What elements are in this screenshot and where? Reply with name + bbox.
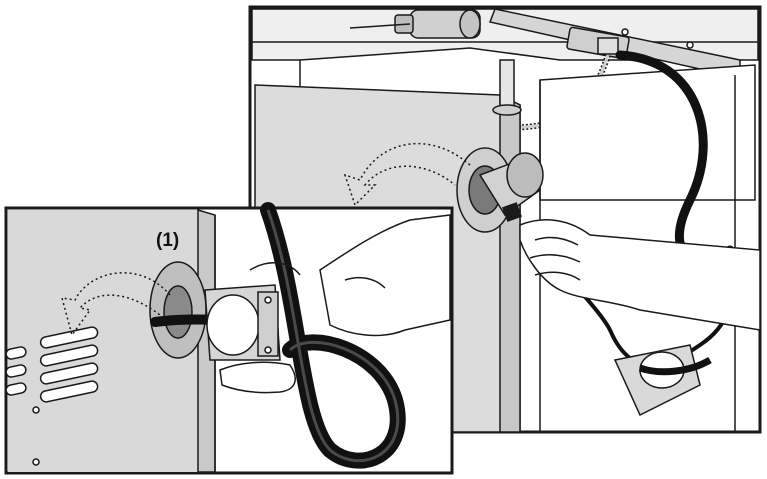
cord-connector (566, 26, 630, 60)
gas-valve (349, 9, 481, 39)
strain-relief-clamp (204, 284, 281, 361)
wall-opening-inset (149, 261, 207, 359)
cord-grommet (613, 344, 712, 417)
direction-arrow-main (343, 142, 471, 207)
cord-plug (478, 152, 544, 222)
callout-label-1: (1) (156, 230, 179, 251)
inset-view-panel: (1) (4, 202, 454, 475)
hand-inset (219, 214, 451, 394)
direction-arrow-inset (60, 272, 171, 337)
hand-right (519, 219, 761, 331)
vent-slots (5, 326, 99, 466)
pipe-drop (492, 59, 522, 116)
